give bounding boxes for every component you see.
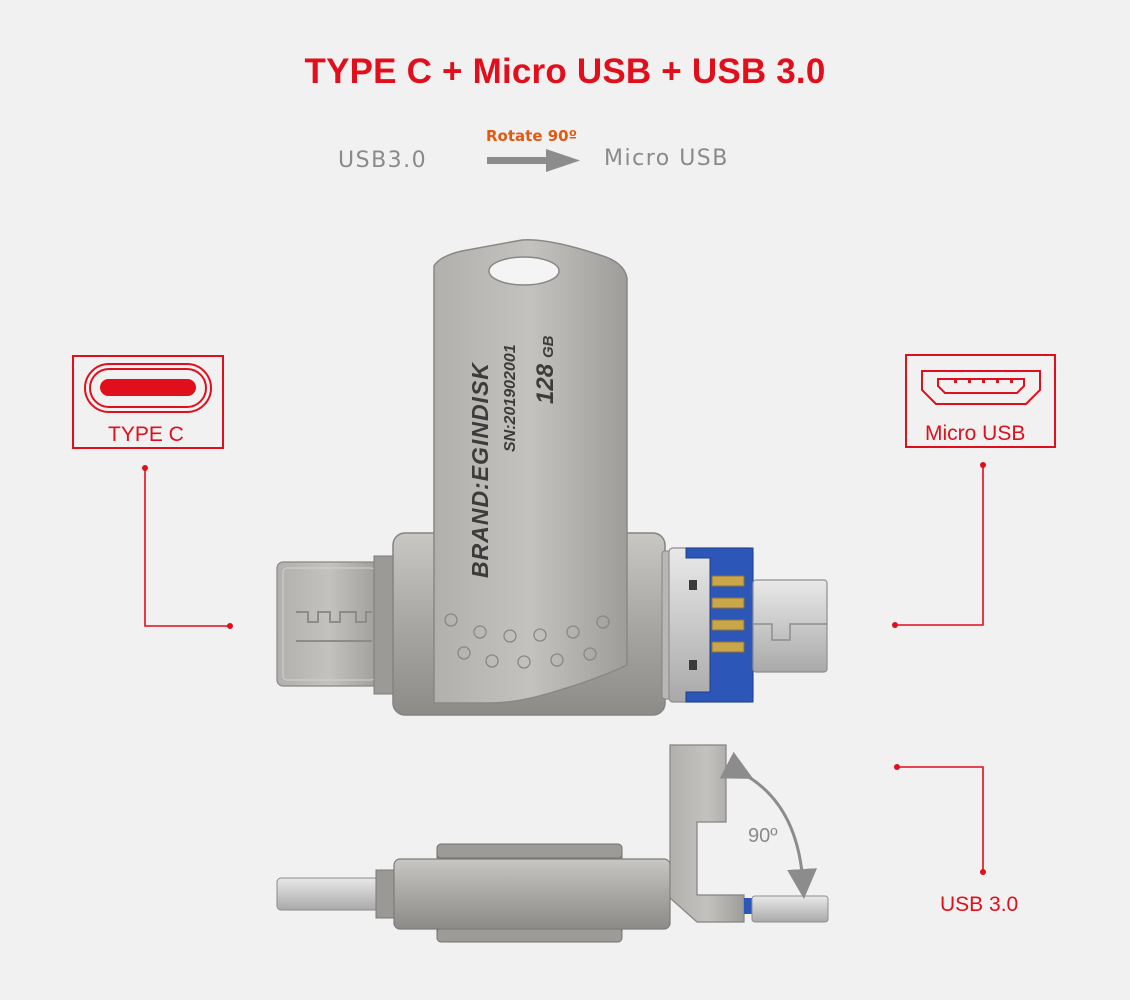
capacity-number: 128 (532, 363, 559, 404)
brand-engraving: BRAND:EGINDISK (467, 362, 493, 578)
usb-drive-side-view: 90º (276, 744, 829, 943)
callout-leader-lines (144, 465, 984, 872)
serial-number: SN:201902001 (502, 344, 519, 452)
type-c-port-icon (84, 363, 212, 413)
usb3-callout-label: USB 3.0 (940, 893, 1019, 916)
type-c-connector (276, 561, 382, 687)
usb3-leader-line (897, 766, 984, 872)
micro-usb-callout (905, 354, 1056, 448)
micro-usb-leader-line (895, 465, 984, 626)
micro-usb-port-icon (921, 370, 1041, 405)
usb3-rotate-from-label: USB3.0 (338, 148, 428, 173)
micro-usb-rotate-to-label: Micro USB (604, 146, 729, 171)
type-c-leader-line (144, 468, 230, 627)
dot-pattern (444, 613, 610, 669)
angle-label: 90º (748, 825, 778, 847)
type-c-callout-label: TYPE C (108, 423, 184, 446)
page-title: TYPE C + Micro USB + USB 3.0 (304, 52, 826, 91)
keyring-hole (488, 256, 560, 286)
micro-usb-callout-label: Micro USB (925, 422, 1026, 445)
swivel-cover (433, 239, 628, 704)
usb-drive-front-view: BRAND:EGINDISK SN:201902001 128 GB (276, 239, 828, 716)
capacity-unit: GB (540, 335, 557, 358)
rotate-label: Rotate 90º (486, 127, 578, 145)
usb3-micro-adapter (661, 547, 828, 703)
usb3-contacts (711, 575, 745, 653)
type-c-callout (72, 355, 224, 449)
rotate-arrow-icon (487, 149, 580, 172)
rotation-arc-icon (719, 751, 818, 899)
